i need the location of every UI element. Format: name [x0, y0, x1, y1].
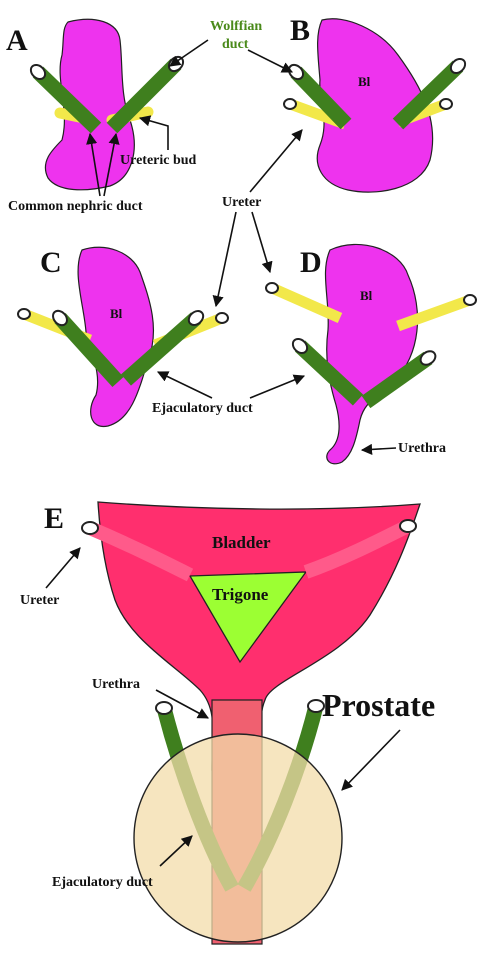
panel-label-d: D: [300, 246, 322, 279]
arrow-urethra-d: [362, 448, 396, 450]
ureteric-bud-label: Ureteric bud: [120, 153, 197, 168]
trigone-label: Trigone: [212, 585, 269, 604]
duct-opening-c-ureter-left: [18, 309, 30, 319]
duct-opening-c-ureter-right: [216, 313, 228, 323]
panel-label-c: C: [40, 246, 62, 279]
arrow-ejac-d: [250, 376, 304, 398]
duct-opening-d-ureter-left: [266, 283, 278, 293]
bl-label-d: Bl: [360, 288, 373, 303]
arrow-wolffian-a: [170, 40, 208, 66]
bladder-label: Bladder: [212, 533, 271, 552]
arrow-ureteric-bud: [140, 118, 168, 150]
duct-opening-e-left: [82, 522, 98, 534]
arrow-wolffian-b: [248, 50, 292, 72]
panel-label-a: A: [6, 24, 28, 57]
panel-e: E Bladder Trigone Ureter Urethra Prostat…: [20, 502, 435, 944]
wolffian-duct-label: Wolffian: [210, 19, 262, 34]
ejaculatory-duct-label-e: Ejaculatory duct: [52, 875, 153, 890]
ureter-label: Ureter: [222, 195, 261, 210]
duct-opening-e-ejac-left: [156, 702, 172, 714]
prostate-label: Prostate: [322, 687, 435, 723]
bl-label-c: Bl: [110, 306, 123, 321]
prostate: [134, 734, 342, 942]
panel-label-e: E: [44, 502, 64, 535]
ejaculatory-duct-label: Ejaculatory duct: [152, 401, 253, 416]
duct-opening-b-ureter-right: [440, 99, 452, 109]
panel-c: C Bl: [18, 246, 228, 427]
duct-opening-d-ureter-right: [464, 295, 476, 305]
arrow-ejac-c: [158, 372, 212, 398]
arrow-ureter-b: [250, 130, 302, 192]
panel-b: B Bl: [284, 14, 468, 192]
duct-opening-e-right: [400, 520, 416, 532]
arrow-ureter-e: [46, 548, 80, 588]
duct-opening-b-ureter-left: [284, 99, 296, 109]
urethra-label-d: Urethra: [398, 441, 446, 456]
arrow-ureter-d: [252, 212, 270, 272]
arrow-ureter-c: [216, 212, 236, 306]
common-nephric-duct-label: Common nephric duct: [8, 199, 143, 214]
bl-label-b: Bl: [358, 74, 371, 89]
wolffian-duct-label-2: duct: [222, 37, 249, 52]
arrow-prostate: [342, 730, 400, 790]
panel-d: D Bl: [266, 244, 476, 463]
panel-label-b: B: [290, 14, 310, 47]
ureter-label-e: Ureter: [20, 593, 59, 608]
bladder-d: [325, 244, 417, 463]
urethra-label-e: Urethra: [92, 677, 140, 692]
